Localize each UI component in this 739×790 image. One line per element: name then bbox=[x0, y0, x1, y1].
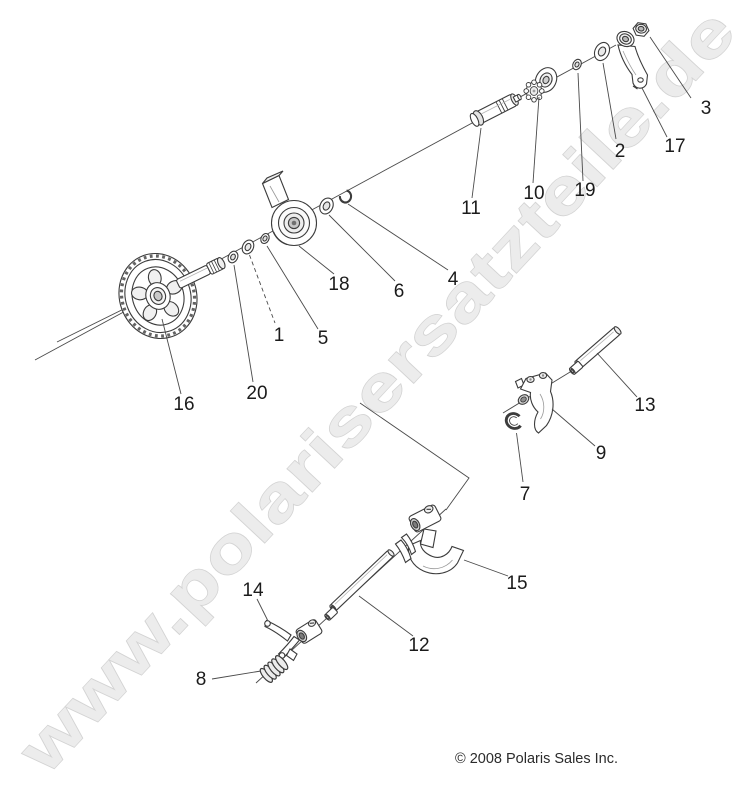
subassembly-pointer-line bbox=[359, 402, 470, 511]
leader-line-13 bbox=[596, 352, 638, 398]
callout-labels: 1 2 3 4 5 6 7 8 9 10 11 12 13 14 15 16 1… bbox=[173, 98, 711, 690]
leader-line-20 bbox=[233, 264, 254, 383]
callout-16: 16 bbox=[173, 394, 194, 415]
leader-line-3 bbox=[649, 36, 692, 99]
leader-line-7 bbox=[516, 432, 524, 483]
part-1-washer bbox=[241, 239, 255, 255]
part-11-pinion-shaft bbox=[469, 93, 522, 127]
part-8-spring bbox=[259, 655, 289, 683]
callout-8: 8 bbox=[196, 669, 207, 690]
callout-14: 14 bbox=[242, 580, 264, 601]
leader-line-5 bbox=[266, 245, 319, 330]
part-13-sleeve bbox=[568, 361, 584, 375]
callout-12: 12 bbox=[408, 635, 429, 656]
part-10-gear bbox=[523, 67, 558, 103]
watermark-text: www.polarisersatzteile.de bbox=[4, 0, 739, 787]
callout-11: 11 bbox=[461, 198, 481, 219]
part-20-washer bbox=[227, 250, 239, 264]
callout-10: 10 bbox=[523, 183, 544, 204]
part-12-shift-rod bbox=[329, 549, 395, 612]
part-19-washer bbox=[572, 58, 582, 71]
callout-17: 17 bbox=[664, 136, 685, 157]
part-5-washer bbox=[260, 232, 270, 245]
leader-line-12 bbox=[358, 595, 414, 637]
assembly-centerline bbox=[34, 44, 617, 684]
leader-line-4 bbox=[347, 203, 449, 271]
callout-7: 7 bbox=[520, 484, 531, 505]
callout-15: 15 bbox=[506, 573, 527, 594]
leader-line-2 bbox=[602, 62, 617, 140]
part-4-retaining-ring bbox=[338, 189, 353, 204]
leader-line-11 bbox=[471, 127, 482, 199]
callout-19: 19 bbox=[574, 180, 595, 201]
leader-line-9 bbox=[551, 408, 596, 447]
part-3-nut bbox=[632, 22, 650, 37]
part-13-pin bbox=[574, 326, 622, 369]
leader-line-15 bbox=[463, 559, 509, 577]
leader-line-8 bbox=[211, 670, 262, 680]
leader-lines bbox=[161, 36, 692, 680]
part-15-shift-cam bbox=[394, 504, 465, 575]
leader-line-14 bbox=[256, 598, 268, 621]
callout-9: 9 bbox=[596, 443, 607, 464]
leader-line-17 bbox=[641, 87, 668, 138]
leader-line-19 bbox=[577, 72, 584, 182]
leader-line-16 bbox=[161, 318, 182, 395]
part-14-shift-fork bbox=[264, 619, 323, 662]
part-9-shift-bracket bbox=[514, 372, 554, 434]
leader-line-1 bbox=[249, 254, 276, 324]
part-18-bearing-housing bbox=[261, 170, 318, 247]
leader-line-18 bbox=[298, 245, 335, 275]
part-6-washer bbox=[319, 197, 334, 215]
part-7-e-clip bbox=[504, 412, 524, 430]
callout-18: 18 bbox=[328, 274, 349, 295]
leader-line-10 bbox=[532, 96, 540, 184]
callout-5: 5 bbox=[318, 328, 329, 349]
callout-20: 20 bbox=[246, 383, 267, 404]
leader-line-6 bbox=[328, 214, 396, 282]
part-12-bushing bbox=[324, 607, 338, 621]
callout-1: 1 bbox=[274, 325, 285, 346]
callout-6: 6 bbox=[394, 281, 405, 302]
callout-13: 13 bbox=[634, 395, 655, 416]
part-16-shaft-stub bbox=[176, 257, 226, 289]
part-17-lever-arm bbox=[616, 30, 649, 90]
callout-2: 2 bbox=[615, 141, 626, 162]
callout-4: 4 bbox=[448, 269, 459, 290]
callout-3: 3 bbox=[701, 98, 712, 119]
copyright-text: © 2008 Polaris Sales Inc. bbox=[455, 751, 618, 767]
part-16-gear-wheel bbox=[118, 252, 198, 340]
part-2-washer bbox=[593, 41, 611, 62]
